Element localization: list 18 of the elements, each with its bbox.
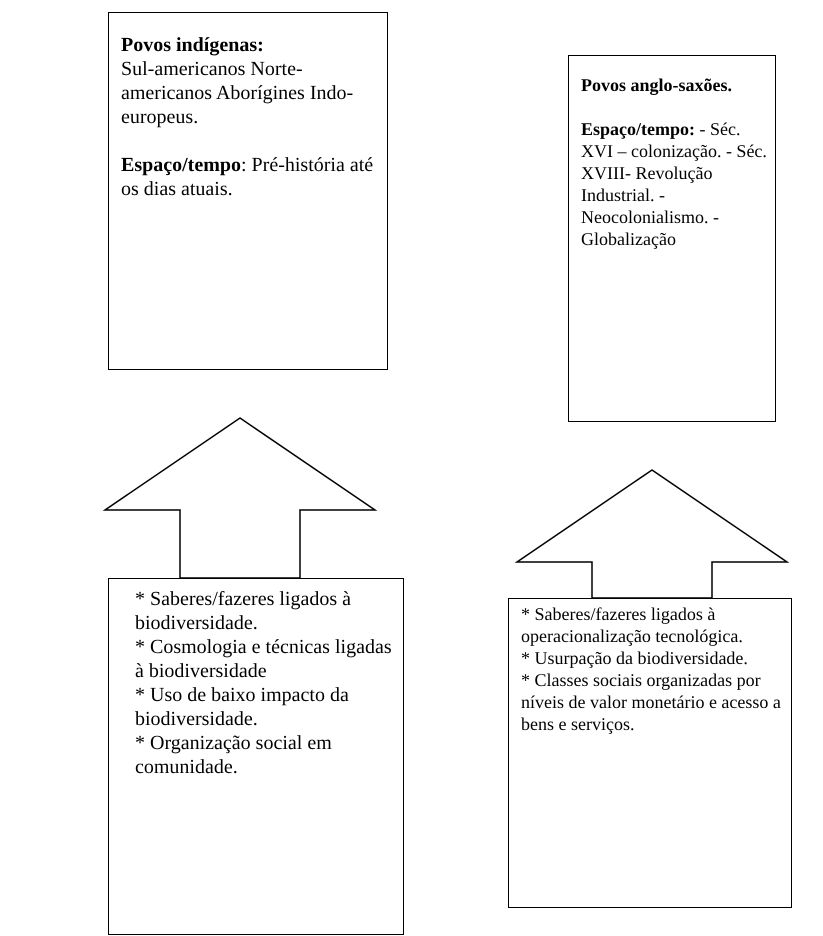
text: * Uso de baixo impacto da biodiversidade. [135,683,350,731]
heading: Povos anglo-saxões. [581,74,734,96]
text: Espaço/tempo: - Séc. XVI – colonização. - Séc. XVIII- Revolução Industrial. -Neocolonialismo. - Globalização [581,118,768,250]
text: * Saberes/fazeres ligados à biodiversidade. [135,587,352,635]
text: * Usurpação da biodiversidade. [521,647,749,669]
text-box [508,598,792,908]
text: Sul-americanos Norte-americanos Aborígines Indo-europeus. [121,57,354,129]
text: * Classes sociais organizadas por níveis de valor monetário e acesso a bens e serviços. [521,669,782,735]
text-box [108,12,388,370]
text: * Cosmologia e técnicas ligadas à biodiversidade [135,635,393,683]
block-arrow [514,469,790,599]
text-box [108,578,404,935]
text-box [568,55,776,422]
text: * Organização social em comunidade. [135,731,333,779]
text: * Saberes/fazeres ligados à operacionalização tecnológica. [521,603,744,647]
block-arrow [102,417,378,579]
heading: Povos indígenas: [121,33,265,57]
text: Espaço/tempo: Pré-história até os dias atuais. [121,153,374,201]
